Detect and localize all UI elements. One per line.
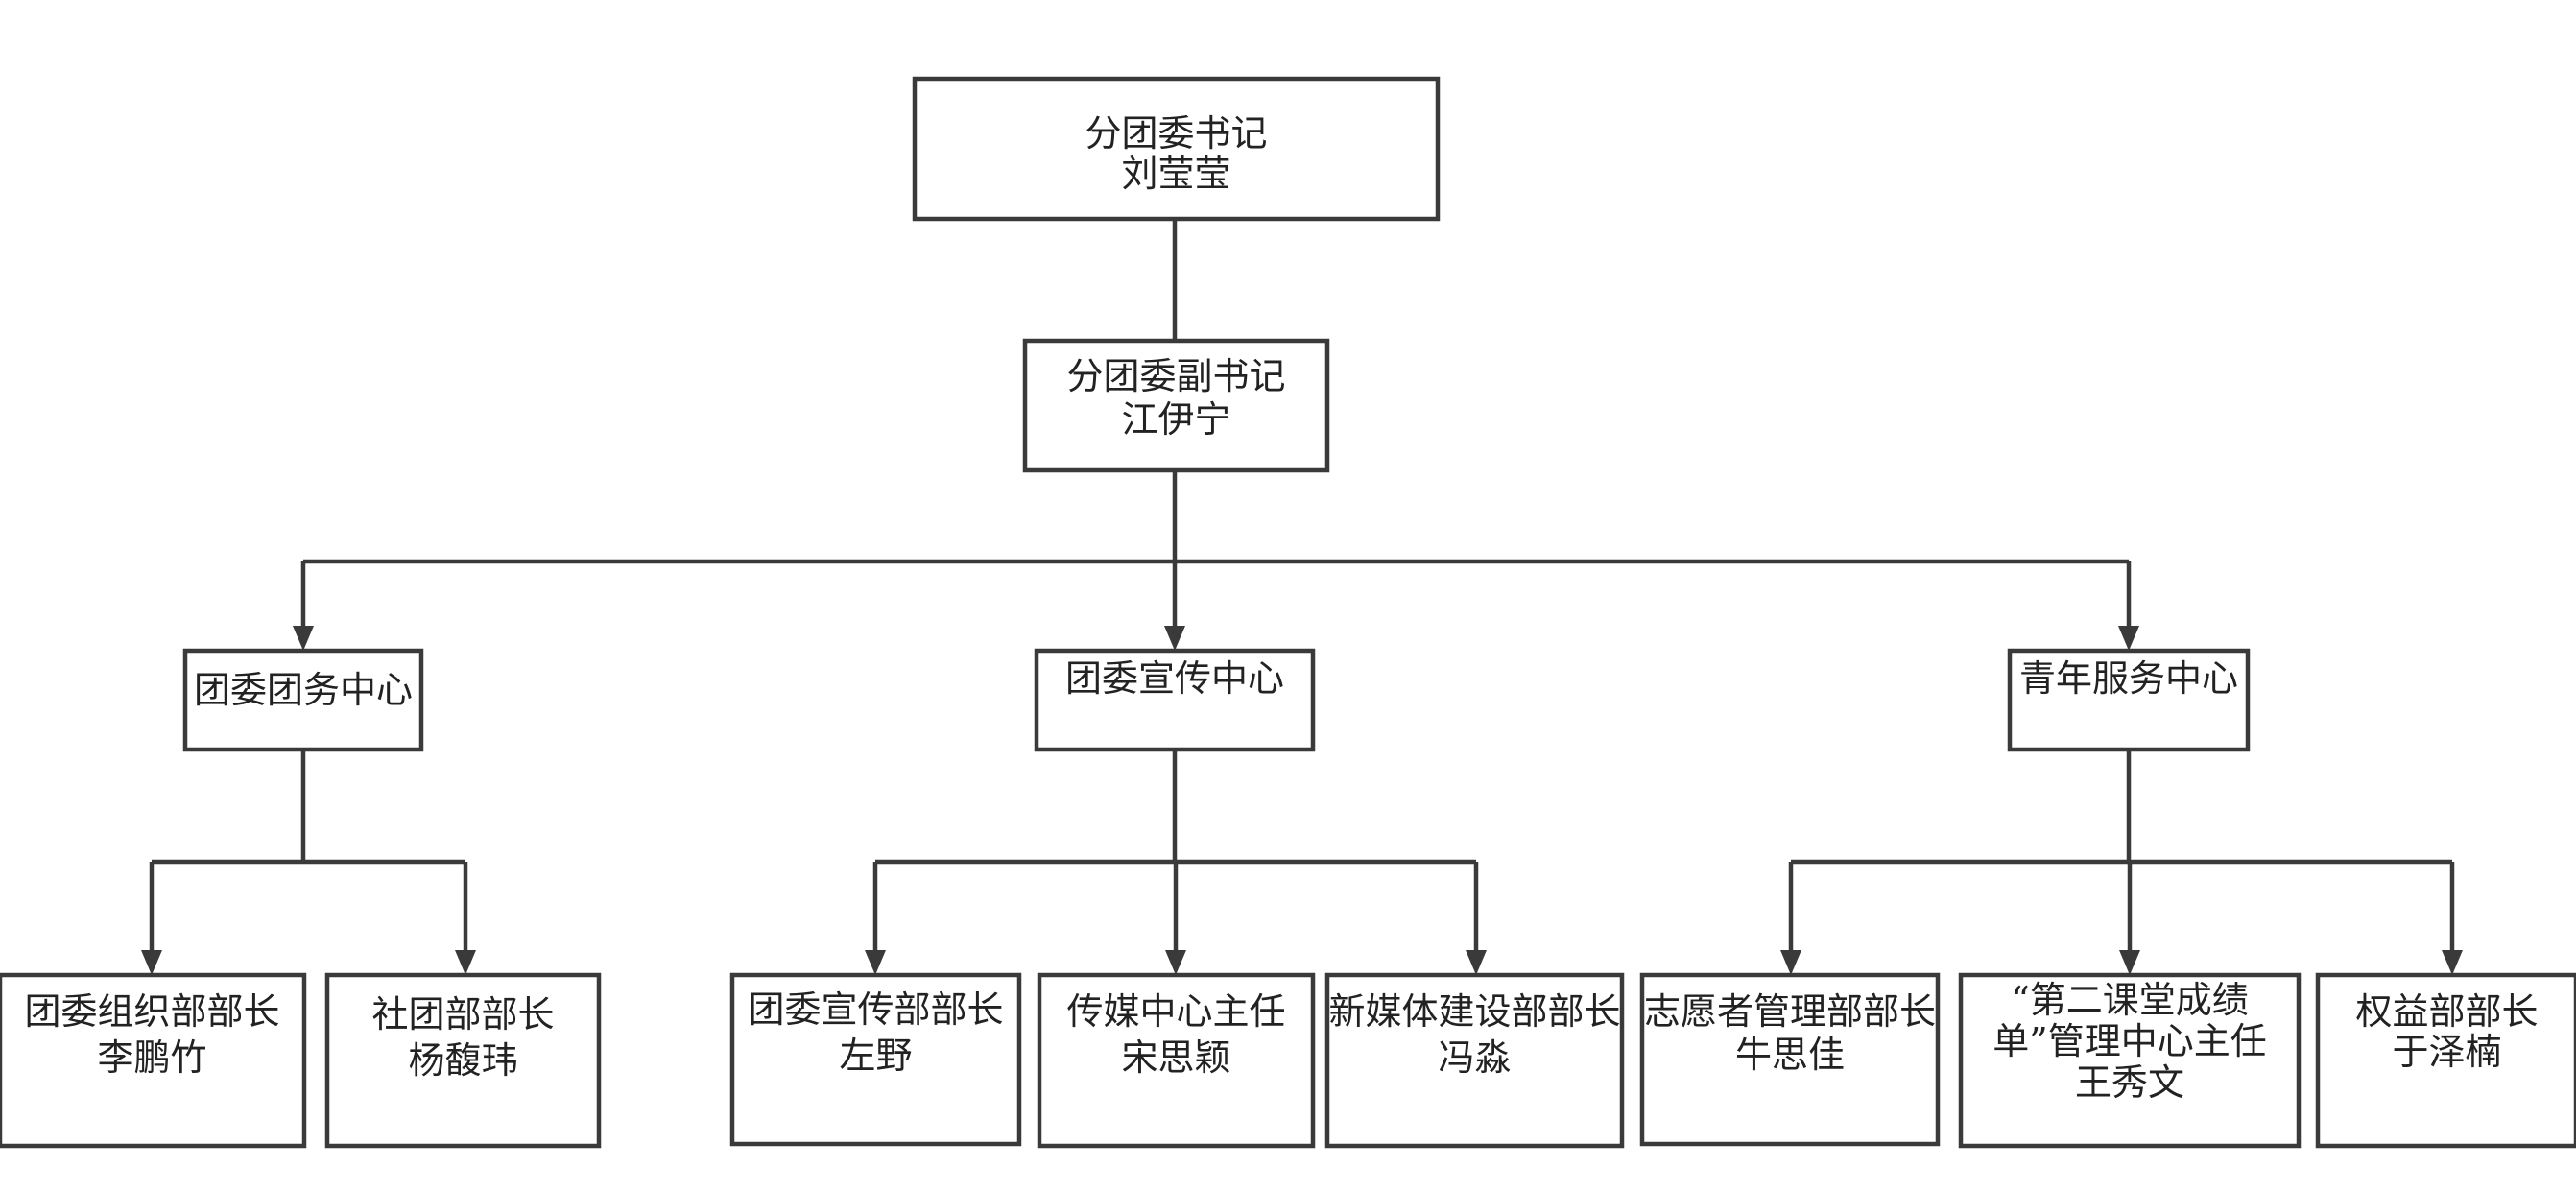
node-label-rights-dept-head-line-2: 于泽楠 [2392,1031,2501,1073]
arrowhead-club-dept-head [455,950,476,975]
node-label-youth-service-center-line-1: 青年服务中心 [2019,657,2238,700]
org-chart-connectors [141,219,2463,975]
node-label-second-classroom-director-line-2: 单”管理中心主任 [1992,1020,2266,1062]
arrowhead-rights-dept-head [2442,950,2463,975]
node-label-media-center-director-line-2: 宋思颖 [1121,1036,1230,1079]
node-box-volunteer-dept-head [1639,972,1941,1147]
arrowhead-second-classroom-director [2119,950,2140,975]
node-box-league-affairs-center [182,648,424,752]
arrowhead-organization-dept-head [141,950,162,975]
node-label-rights-dept-head-line-1: 权益部部长 [2355,990,2538,1033]
node-label-second-classroom-director-line-1: “第二课堂成绩 [2011,979,2248,1021]
arrowhead-new-media-dept-head [1466,950,1487,975]
node-label-organization-dept-head-line-1: 团委组织部部长 [24,990,279,1033]
node-box-publicity-dept-head [729,972,1022,1147]
node-box-deputy-secretary [1022,338,1330,473]
node-label-volunteer-dept-head-line-1: 志愿者管理部部长 [1644,990,1936,1033]
node-label-media-center-director-line-1: 传媒中心主任 [1066,990,1285,1033]
node-label-organization-dept-head-line-2: 李鹏竹 [97,1036,206,1079]
node-box-youth-service-center [2007,648,2251,752]
node-label-secretary-line-2: 刘莹莹 [1121,153,1230,195]
node-label-club-dept-head-line-2: 杨馥玮 [408,1039,517,1082]
node-box-media-center-director [1037,972,1316,1149]
node-label-volunteer-dept-head-line-2: 牛思佳 [1735,1034,1845,1076]
node-label-club-dept-head-line-1: 社团部部长 [371,993,554,1036]
arrowhead-publicity-center [1164,626,1185,651]
node-label-new-media-dept-head-line-2: 冯淼 [1438,1036,1511,1079]
node-label-deputy-secretary-line-1: 分团委副书记 [1066,355,1285,397]
node-label-new-media-dept-head-line-1: 新媒体建设部部长 [1328,990,1620,1033]
node-box-publicity-center [1034,648,1316,752]
arrowhead-media-center-director [1165,950,1186,975]
node-youth-service-center: 青年服务中心 [2007,648,2251,752]
node-label-publicity-dept-head-line-2: 左野 [839,1035,912,1077]
arrowhead-publicity-dept-head [865,950,886,975]
node-label-second-classroom-director-line-3: 王秀文 [2075,1061,2184,1104]
node-label-secretary-line-1: 分团委书记 [1085,112,1267,155]
node-box-second-classroom-director [1958,972,2302,1149]
node-label-publicity-center-line-1: 团委宣传中心 [1065,657,1284,700]
node-label-league-affairs-center-line-1: 团委团务中心 [194,669,413,711]
arrowhead-league-affairs-center [293,626,314,651]
node-box-secretary [912,76,1441,222]
node-box-club-dept-head [324,972,602,1149]
node-box-new-media-dept-head [1324,972,1625,1149]
arrowhead-youth-service-center [2118,626,2139,651]
node-league-affairs-center: 团委团务中心 [182,648,424,752]
node-box-rights-dept-head [2315,972,2576,1149]
node-label-publicity-dept-head-line-1: 团委宣传部部长 [748,989,1003,1031]
node-box-organization-dept-head [0,972,307,1149]
arrowhead-volunteer-dept-head [1780,950,1801,975]
node-publicity-center: 团委宣传中心 [1034,648,1316,752]
node-label-deputy-secretary-line-2: 江伊宁 [1121,398,1230,441]
